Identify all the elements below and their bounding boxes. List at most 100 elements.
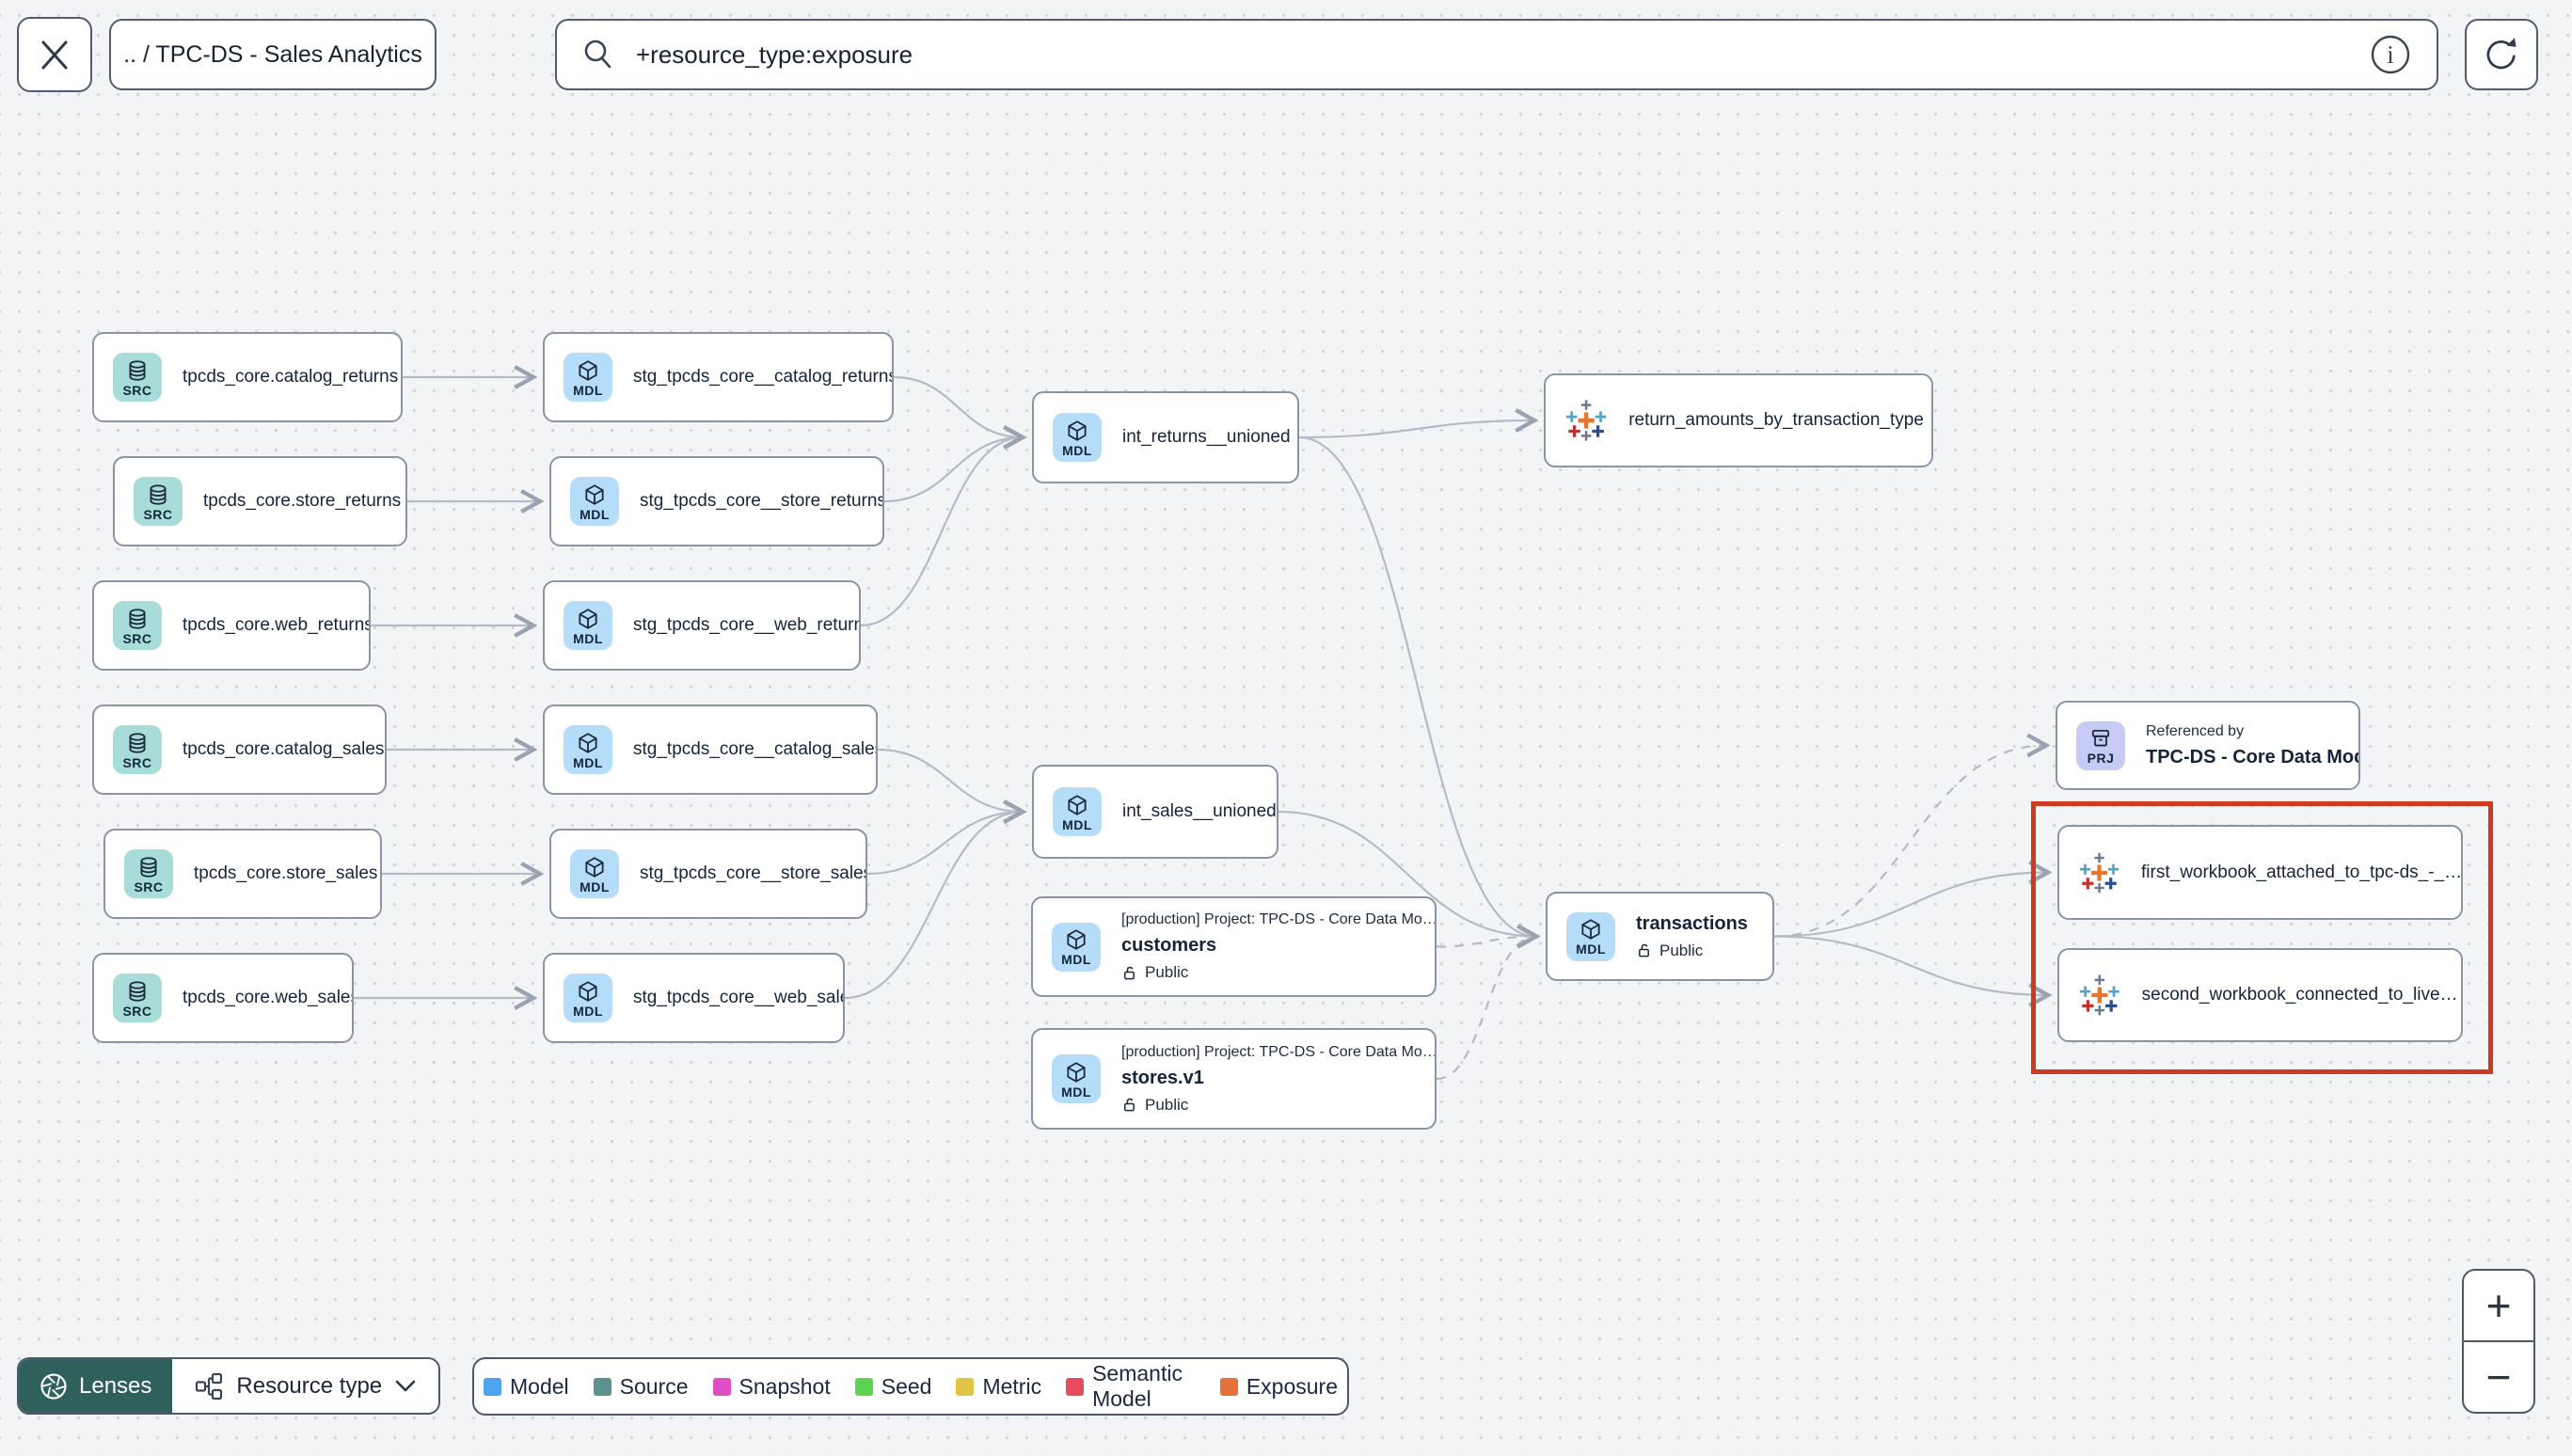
badge-label: PRJ: [2087, 751, 2115, 766]
badge-label: MDL: [1061, 952, 1091, 967]
search-bar: i: [555, 19, 2438, 90]
source-badge: SRC: [113, 725, 162, 774]
badge-label: MDL: [573, 754, 603, 770]
legend-swatch: [484, 1377, 501, 1396]
info-icon[interactable]: i: [2369, 33, 2412, 76]
node-title: customers: [1121, 935, 1217, 956]
zoom-in-button[interactable]: +: [2464, 1271, 2533, 1342]
model-badge: MDL: [564, 601, 612, 650]
source-badge: SRC: [124, 849, 173, 898]
database-icon: [129, 732, 146, 753]
node-access: Public: [1121, 1096, 1416, 1115]
legend-label: Snapshot: [738, 1373, 831, 1399]
legend-item-model: Model: [484, 1374, 569, 1400]
legend-label: Exposure: [1246, 1373, 1338, 1399]
node-stg-catalog-returns[interactable]: MDL stg_tpcds_core__catalog_returns: [543, 332, 894, 422]
model-package-icon: [1068, 794, 1087, 815]
legend-label: Model: [510, 1373, 569, 1399]
badge-label: MDL: [1576, 942, 1606, 957]
model-package-icon: [579, 980, 597, 1002]
node-src-store-sales[interactable]: SRC tpcds_core.store_sales: [103, 829, 382, 919]
lock-open-icon: [1124, 1098, 1135, 1112]
badge-label: MDL: [573, 382, 603, 398]
node-title: int_returns__unioned: [1122, 427, 1291, 447]
breadcrumb-label: .. / TPC-DS - Sales Analytics: [123, 40, 422, 68]
node-title: int_sales__unioned: [1122, 801, 1277, 821]
search-input[interactable]: [634, 39, 2350, 71]
badge-label: MDL: [1062, 816, 1092, 832]
model-badge: MDL: [1053, 787, 1102, 836]
source-badge: SRC: [113, 353, 162, 402]
node-first-workbook[interactable]: first_workbook_attached_to_tpc-ds_-_…: [2057, 825, 2463, 920]
model-badge: MDL: [564, 725, 612, 774]
legend-swatch: [1219, 1377, 1238, 1396]
database-icon: [129, 359, 146, 381]
source-badge: SRC: [113, 973, 162, 1022]
chevron-down-icon: [395, 1380, 416, 1391]
badge-label: MDL: [1062, 442, 1092, 458]
legend-label: Semantic Model: [1092, 1361, 1183, 1411]
node-customers[interactable]: MDL[production] Project: TPC-DS - Core D…: [1031, 896, 1437, 997]
node-stg-store-sales[interactable]: MDL stg_tpcds_core__store_sales: [549, 829, 867, 919]
node-access: Public: [1121, 963, 1416, 982]
model-badge: MDL: [1052, 922, 1101, 972]
node-title: stg_tpcds_core__catalog_sales: [633, 739, 878, 759]
node-stg-store-returns[interactable]: MDL stg_tpcds_core__store_returns: [549, 456, 884, 546]
lenses-aperture-icon: [40, 1372, 67, 1400]
badge-label: SRC: [122, 754, 152, 770]
badge-label: MDL: [579, 506, 610, 522]
database-icon: [150, 483, 167, 505]
node-title: stg_tpcds_core__catalog_returns: [633, 367, 894, 387]
node-title: first_workbook_attached_to_tpc-ds_-_…: [2141, 862, 2463, 882]
resource-type-dropdown[interactable]: Resource type: [172, 1359, 439, 1413]
node-title: tpcds_core.store_sales: [194, 863, 378, 883]
legend-swatch: [593, 1377, 611, 1396]
legend-swatch: [956, 1377, 975, 1396]
badge-label: SRC: [122, 630, 152, 646]
node-src-web-returns[interactable]: SRC tpcds_core.web_returns: [92, 580, 371, 671]
node-title: stg_tpcds_core__store_returns: [640, 491, 884, 511]
badge-label: SRC: [134, 878, 164, 894]
node-stg-catalog-sales[interactable]: MDL stg_tpcds_core__catalog_sales: [543, 704, 878, 795]
badge-label: MDL: [1061, 1084, 1091, 1100]
node-title: tpcds_core.web_returns: [183, 615, 371, 635]
model-badge: MDL: [1053, 413, 1102, 462]
node-title: stores.v1: [1121, 1067, 1204, 1088]
node-second-workbook[interactable]: second_workbook_connected_to_live…: [2057, 948, 2463, 1042]
node-int-sales-unioned[interactable]: MDL int_sales__unioned: [1032, 765, 1278, 859]
legend-item-seed: Seed: [854, 1374, 931, 1400]
legend-item-metric: Metric: [956, 1374, 1041, 1400]
legend: Model Source Snapshot Seed Metric Semant…: [472, 1357, 1349, 1416]
node-title: stg_tpcds_core__store_sales: [640, 863, 867, 883]
breadcrumb[interactable]: .. / TPC-DS - Sales Analytics: [109, 19, 437, 90]
node-title: tpcds_core.store_returns: [203, 491, 402, 511]
node-title: return_amounts_by_transaction_type: [1628, 410, 1924, 430]
model-badge: MDL: [564, 353, 612, 402]
lenses-label: Lenses: [79, 1372, 152, 1399]
badge-label: SRC: [122, 382, 152, 398]
database-icon: [129, 608, 146, 629]
lenses-button[interactable]: Lenses: [19, 1359, 173, 1413]
node-stores-v1[interactable]: MDL[production] Project: TPC-DS - Core D…: [1031, 1028, 1437, 1130]
model-badge: MDL: [570, 477, 619, 526]
node-return-amounts-by-transaction-type[interactable]: return_amounts_by_transaction_type: [1544, 373, 1933, 467]
node-title: second_workbook_connected_to_live…: [2141, 985, 2458, 1005]
refresh-button[interactable]: [2465, 19, 2538, 90]
model-package-icon: [1067, 929, 1086, 950]
model-badge: MDL: [570, 849, 619, 898]
node-int-returns-unioned[interactable]: MDL int_returns__unioned: [1032, 391, 1299, 483]
zoom-out-button[interactable]: −: [2485, 1353, 2512, 1401]
legend-item-snapshot: Snapshot: [712, 1373, 831, 1400]
badge-label: MDL: [579, 878, 610, 894]
close-button[interactable]: [17, 17, 92, 92]
model-package-icon: [1067, 1061, 1086, 1083]
legend-item-exposure: Exposure: [1219, 1373, 1338, 1400]
